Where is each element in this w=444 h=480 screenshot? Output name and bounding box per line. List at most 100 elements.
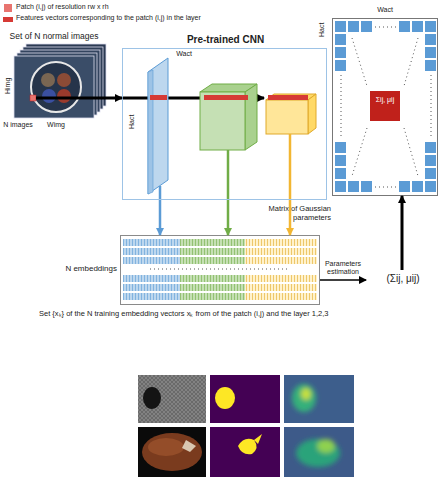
matrix-cell — [335, 168, 346, 179]
layer-1-slab — [148, 58, 168, 194]
legend-text: Patch (i,j) of resolution rw x rh — [16, 3, 109, 11]
ellipsis-dots — [404, 128, 418, 176]
feature-vector-mark — [268, 95, 308, 100]
connector-arrow — [320, 279, 366, 281]
ellipsis-dots — [404, 38, 418, 86]
layer-2-drop — [227, 150, 230, 200]
embedding-seg-green — [180, 275, 245, 282]
carpet-image — [138, 375, 206, 423]
layer-3-side — [308, 94, 316, 134]
heat-inner — [317, 439, 335, 453]
embedding-seg-blue — [123, 257, 180, 264]
matrix-cell — [361, 21, 372, 32]
ellipsis-dots — [341, 75, 342, 139]
matrix-ellipsis — [341, 27, 431, 187]
hazelnut-shine — [148, 438, 184, 456]
matrix-cell — [425, 181, 436, 192]
embedding-seg-green — [180, 239, 245, 246]
group-heading: Set of N normal images — [2, 32, 106, 42]
legend-swatch — [4, 4, 12, 12]
matrix-cell — [335, 155, 346, 166]
hazelnut-mask — [210, 427, 280, 477]
patch-marker — [30, 95, 36, 101]
embedding-seg-green — [180, 257, 245, 264]
object — [57, 73, 71, 87]
embedding-seg-green — [180, 248, 245, 255]
front-image — [14, 56, 94, 118]
embedding-seg-blue — [123, 275, 180, 282]
matrix-cells — [335, 21, 436, 192]
matrix-cell — [425, 155, 436, 166]
embedding-seg-blue — [123, 284, 180, 291]
layer-2-side — [245, 84, 257, 150]
connector-arrow — [159, 200, 162, 235]
parameter-text: (Σij, μij) — [366, 273, 440, 285]
caption-text: Set {xₖ} of the N training embedding vec… — [39, 310, 339, 319]
heat-blob — [296, 439, 340, 467]
matrix-cell-selected: Σij, μij — [370, 91, 400, 121]
matrix-heading: Matrix of Gaussian parameters — [259, 205, 331, 222]
image-stack — [14, 44, 106, 118]
matrix-cell — [425, 47, 436, 58]
matrix-cell — [399, 21, 410, 32]
matrix-cell — [361, 181, 372, 192]
ellipsis-dots — [352, 128, 367, 176]
embedding-seg-green — [180, 293, 245, 300]
embedding-seg-green — [180, 284, 245, 291]
side-heading: N embeddings — [57, 264, 117, 273]
connector-arrow — [401, 196, 404, 270]
matrix-cell — [425, 168, 436, 179]
cell-text: Σij, μij — [370, 96, 400, 104]
legend-text: Features vectors corresponding to the pa… — [16, 14, 201, 22]
embedding-rows — [123, 239, 317, 300]
ellipsis-dots — [375, 27, 397, 28]
matrix-cell — [335, 34, 346, 45]
object — [41, 73, 55, 87]
hazelnut-crack — [182, 440, 196, 452]
dimension-label: Hact — [128, 110, 136, 134]
layer-1-side — [148, 70, 153, 194]
dimension-label: Wimg — [44, 121, 68, 129]
matrix-box: Matrix of Gaussian parametersΣij, μij — [332, 18, 438, 196]
embedding-seg-yellow — [245, 248, 317, 255]
matrix-cell — [425, 21, 436, 32]
matrix-cell — [425, 34, 436, 45]
edge-label: Parameters estimation — [318, 260, 368, 275]
legend-swatch — [3, 17, 13, 22]
hazelnut — [142, 433, 202, 471]
parameter-box: (Σij, μij) — [366, 270, 440, 290]
embedding-seg-blue — [123, 293, 180, 300]
mask-blob — [238, 434, 262, 454]
matrix-cell — [412, 181, 423, 192]
layer-2-front — [200, 92, 245, 150]
heat-outer — [296, 439, 340, 467]
matrix-cell — [335, 60, 346, 71]
matrix-cell — [335, 142, 346, 153]
mask-blob — [215, 387, 235, 409]
matrix-cell — [348, 21, 359, 32]
matrix-cell — [335, 47, 346, 58]
heat-outer — [292, 384, 316, 412]
hazelnut-image — [138, 427, 206, 477]
embeddings-box: N embeddingsSet {xₖ} of the N training e… — [120, 235, 320, 305]
dish — [31, 62, 81, 112]
hazelnut-heatmap — [284, 427, 354, 477]
connector-arrow — [227, 200, 230, 235]
feature-vector-mark — [204, 95, 248, 100]
matrix-cell — [335, 181, 346, 192]
result-examples — [138, 375, 354, 477]
cnn-layers — [122, 58, 316, 200]
ellipsis-dots — [352, 38, 367, 86]
heat-blob — [292, 384, 316, 412]
dimension-label: Wact — [172, 50, 196, 58]
image-set-group: Set of N normal images — [2, 32, 106, 147]
ellipsis-dots — [431, 75, 432, 139]
matrix-cell — [412, 21, 423, 32]
heat-inner — [301, 388, 311, 400]
embedding-seg-yellow — [245, 284, 317, 291]
dimension-label: N images — [1, 121, 35, 129]
carpet-heatmap — [284, 375, 354, 423]
